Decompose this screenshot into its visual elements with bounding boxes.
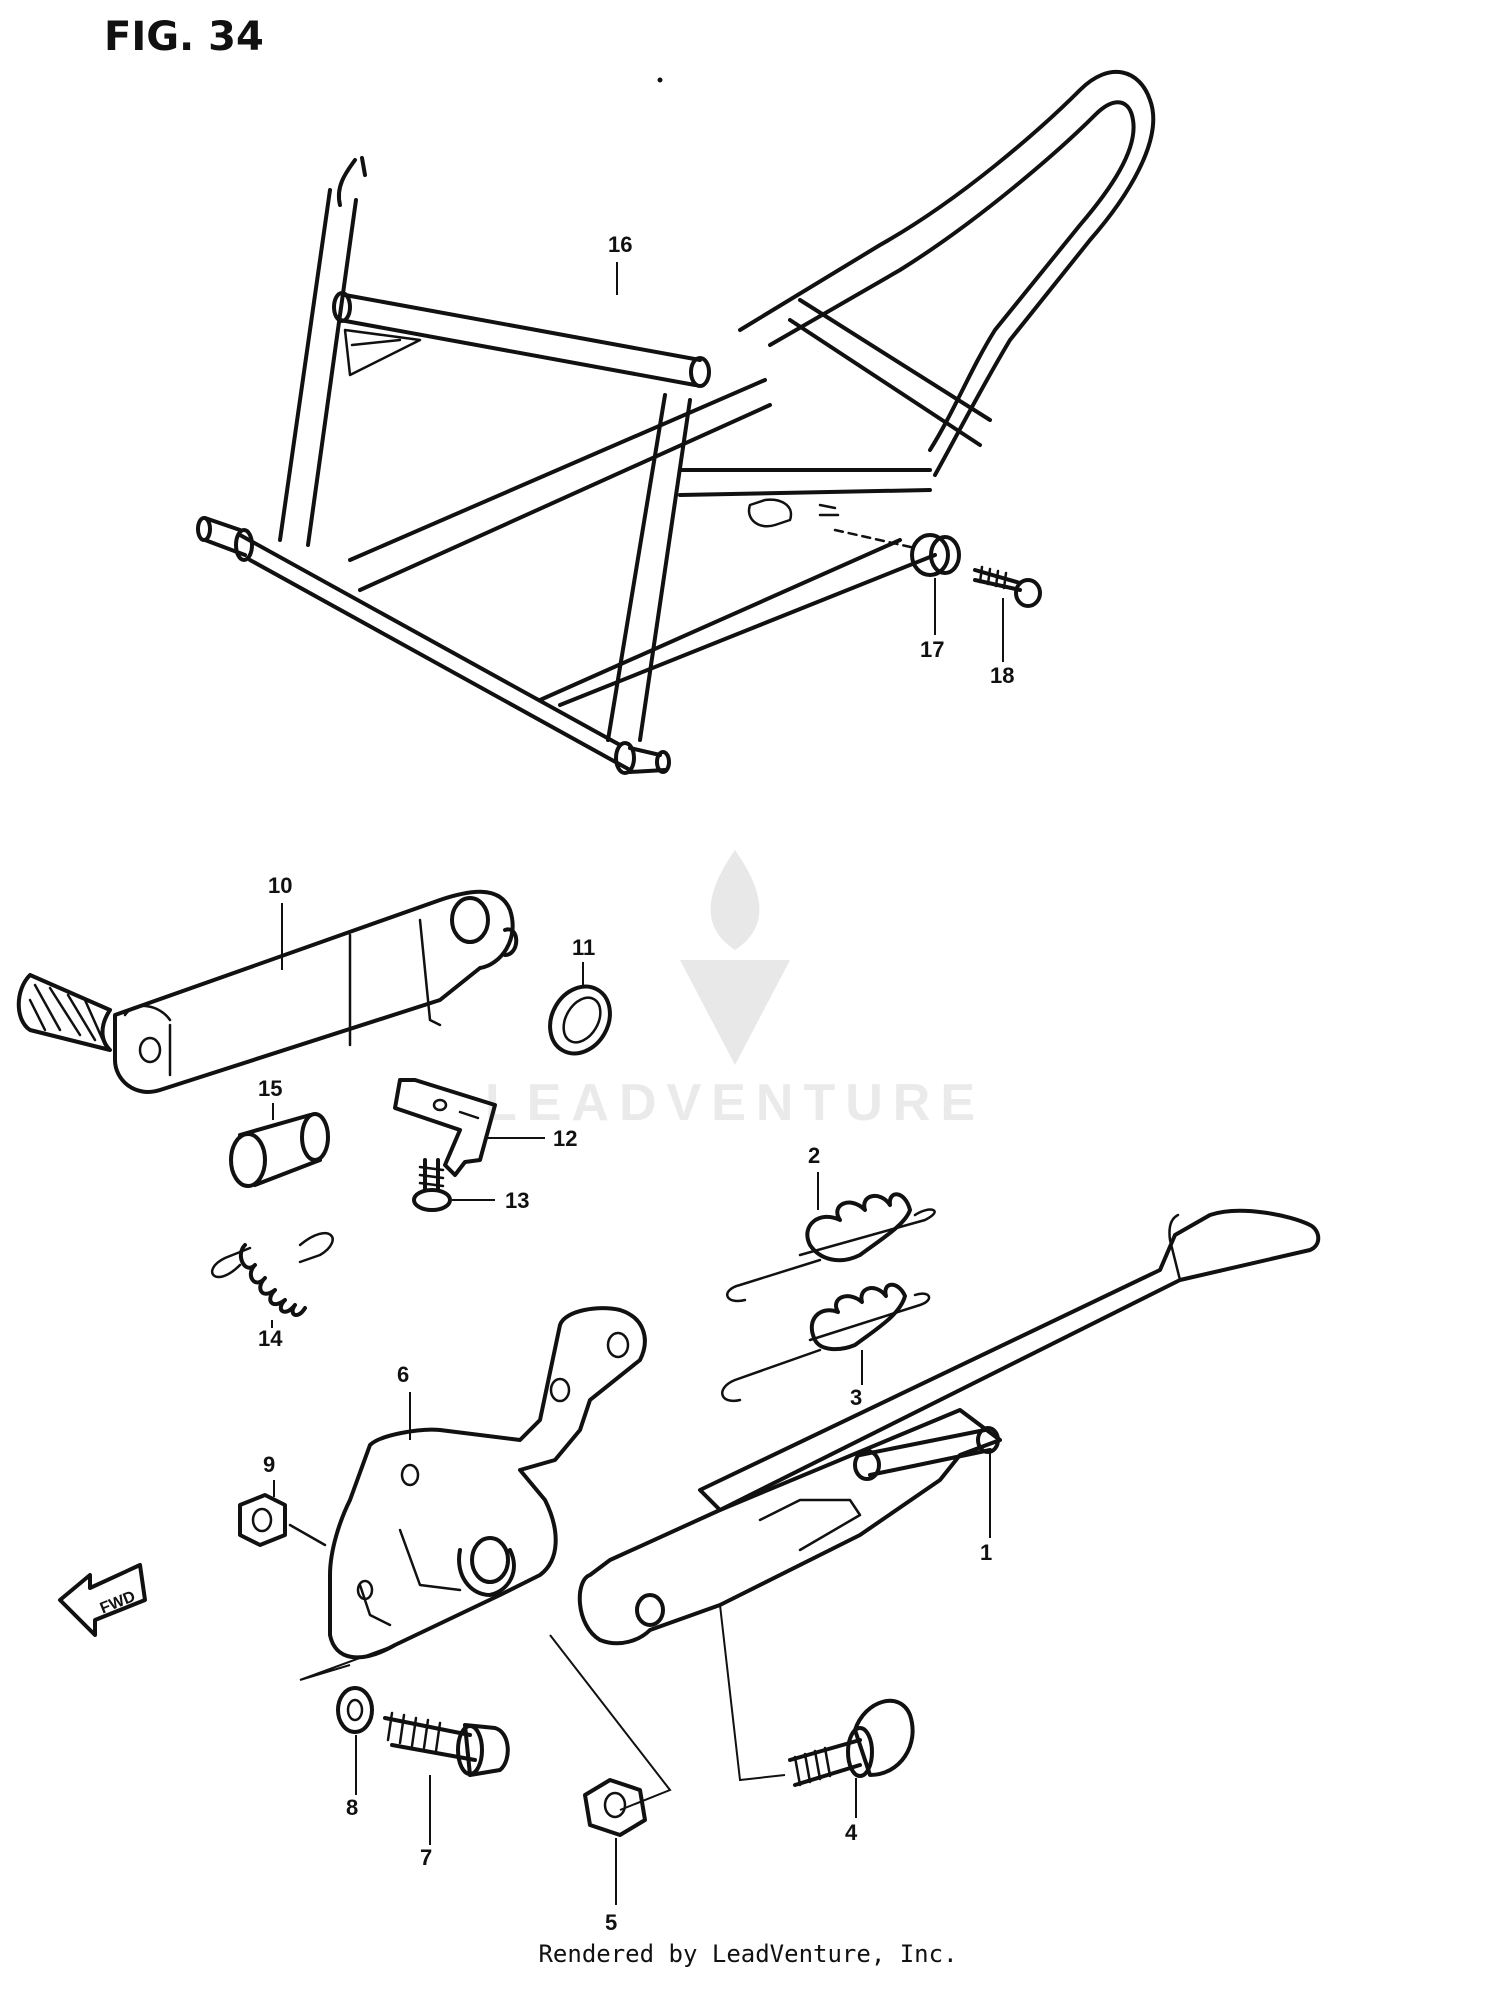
callout-15: 15 [258, 1076, 282, 1101]
callout-4: 4 [845, 1820, 858, 1845]
figure-title: FIG. 34 [104, 14, 264, 60]
fwd-label: FWD [98, 1588, 138, 1617]
callout-13: 13 [505, 1188, 529, 1213]
part-12-bracket [393, 1078, 497, 1177]
footer-credit: Rendered by LeadVenture, Inc. [538, 1940, 957, 1968]
part-9-nut [238, 1493, 327, 1547]
callout-2: 2 [808, 1143, 820, 1168]
callout-7: 7 [420, 1845, 432, 1870]
part-1-side-stand [577, 1208, 1321, 1646]
callout-9: 9 [263, 1452, 275, 1477]
callout-1: 1 [980, 1540, 992, 1565]
part-14-spring [211, 1232, 334, 1317]
part-15-spacer [229, 1112, 330, 1188]
part-18-bolt [973, 565, 1042, 608]
callout-5: 5 [605, 1910, 617, 1935]
speck [657, 77, 663, 83]
part-5-nut [583, 1778, 647, 1837]
callout-16: 16 [608, 232, 632, 257]
part-13-screw [412, 1158, 452, 1212]
callout-12: 12 [553, 1126, 577, 1151]
callout-8: 8 [346, 1795, 358, 1820]
callout-17: 17 [920, 637, 944, 662]
part-8-washer [336, 1686, 374, 1734]
watermark-text: LEADVENTURE [485, 1074, 985, 1132]
callout-14: 14 [258, 1326, 283, 1351]
assembly-line-bolt [719, 1604, 786, 1782]
part-2-spring [726, 1192, 936, 1303]
part-4-bolt [788, 1698, 915, 1787]
callout-10: 10 [268, 873, 292, 898]
fwd-arrow-icon: FWD [58, 1563, 147, 1637]
part-3-spring [721, 1282, 931, 1403]
part-7-bolt [383, 1711, 510, 1777]
part-10-stand-pedal [16, 889, 519, 1094]
callout-11: 11 [572, 935, 595, 960]
part-6-stand-bracket [328, 1306, 647, 1660]
part-16-main-stand [196, 70, 1156, 775]
callout-18: 18 [990, 663, 1014, 688]
callout-6: 6 [397, 1362, 409, 1387]
assembly-line-nut [549, 1634, 672, 1811]
part-11-washer [548, 984, 612, 1056]
watermark-logo: LEADVENTURE [485, 850, 985, 1132]
callout-3: 3 [850, 1385, 862, 1410]
part-17-bushing [833, 528, 961, 577]
assembly-line-left [299, 1644, 396, 1681]
